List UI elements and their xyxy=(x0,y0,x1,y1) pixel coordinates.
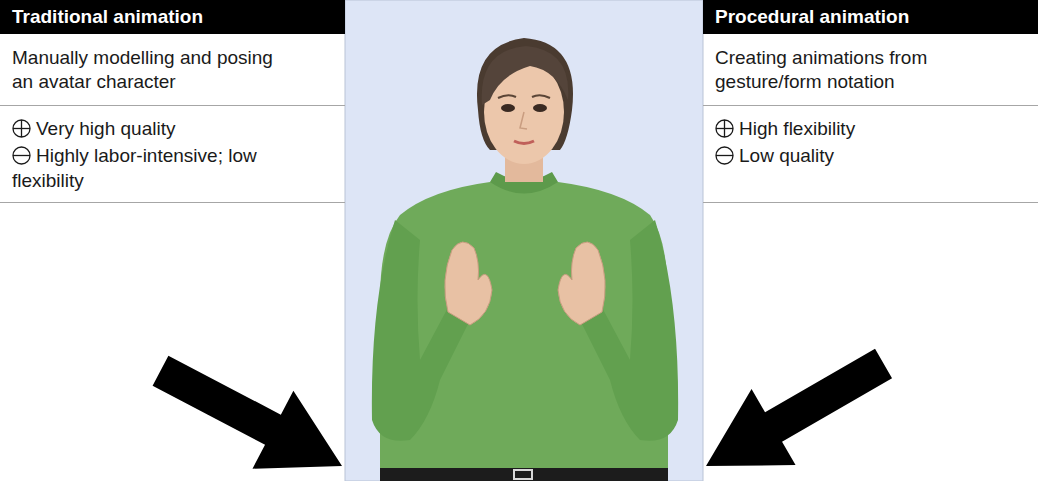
plus-symbol xyxy=(715,119,734,138)
method-description: Manually modelling and posing an avatar … xyxy=(0,34,287,94)
left-hand xyxy=(445,242,492,325)
advantage-text: Very high quality xyxy=(36,118,175,139)
avatar-mouth xyxy=(514,141,534,144)
avatar-eye xyxy=(501,104,515,112)
avatar-belt xyxy=(380,468,668,481)
avatar-hair-front xyxy=(482,46,569,105)
avatar-eye xyxy=(533,104,547,112)
avatar-brow xyxy=(532,95,550,98)
belt-buckle xyxy=(514,470,532,479)
pros-cons-box: Very high qualityHighly labor-intensive;… xyxy=(0,105,345,203)
minus-symbol xyxy=(715,146,734,165)
right-hand xyxy=(558,242,605,325)
plus-symbol xyxy=(12,119,31,138)
disadvantage-text: Low quality xyxy=(739,145,834,166)
avatar-brow xyxy=(498,95,516,98)
minus-symbol xyxy=(12,146,31,165)
avatar-sweater xyxy=(380,182,668,470)
pros-cons-box: High flexibilityLow quality xyxy=(703,105,1038,203)
advantage-text: High flexibility xyxy=(739,118,855,139)
method-description: Creating animations from gesture/form no… xyxy=(703,34,1015,94)
disadvantage-text: Highly labor-intensive; low flexibility xyxy=(12,145,257,191)
avatar-nose xyxy=(520,112,527,129)
column-heading: Traditional animation xyxy=(0,0,345,34)
avatar-background xyxy=(345,0,703,481)
column-heading: Procedural animation xyxy=(703,0,1038,34)
method-box: Procedural animationCreating animations … xyxy=(703,0,1038,105)
right-arrow xyxy=(684,325,906,481)
method-box: Traditional animationManually modelling … xyxy=(0,0,345,105)
left-arrow xyxy=(140,332,362,481)
